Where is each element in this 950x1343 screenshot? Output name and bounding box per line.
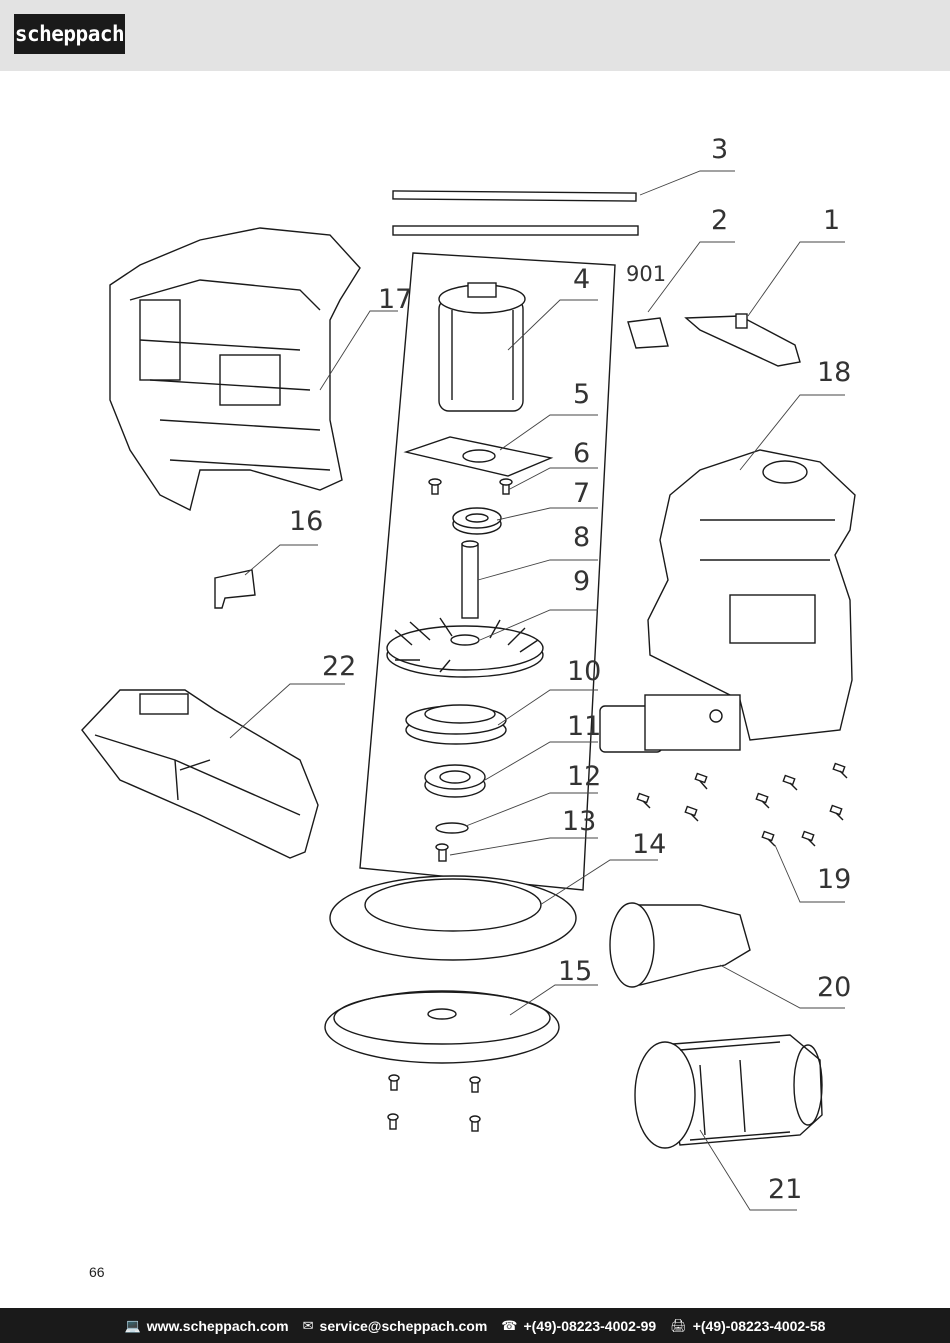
callout-18: 18: [817, 357, 851, 388]
callout-8: 8: [573, 522, 590, 553]
phone-icon: ☎: [501, 1317, 518, 1333]
fax-icon: 🖨: [670, 1317, 687, 1333]
callout-20: 20: [817, 972, 851, 1003]
motor-group-frame: [359, 252, 616, 891]
email-text: service@scheppach.com: [319, 1317, 488, 1334]
contact-footer: 💻 www.scheppach.com ✉ service@scheppach.…: [0, 1308, 950, 1343]
callout-11: 11: [567, 711, 601, 742]
part-13-screw: [435, 843, 449, 862]
exploded-parts-diagram: 3 2 1 901 4 5 6 7 8 9 10 11 12 13 14 15 …: [81, 134, 856, 1211]
callout-22: 22: [322, 651, 356, 682]
callout-2: 2: [711, 205, 728, 236]
computer-icon: 💻: [124, 1317, 141, 1333]
part-22-battery: [81, 689, 319, 859]
part-15-pad: [324, 990, 560, 1064]
callout-16: 16: [289, 506, 323, 537]
page-number: 66: [89, 1264, 105, 1280]
callout-5: 5: [573, 379, 590, 410]
part-6-screws: [428, 478, 513, 495]
part-19-screws: [636, 762, 848, 847]
callout-4: 4: [573, 264, 590, 295]
callout-21: 21: [768, 1174, 802, 1205]
footer-email[interactable]: ✉ service@scheppach.com: [303, 1318, 488, 1334]
callout-14: 14: [632, 829, 666, 860]
callout-12: 12: [567, 761, 601, 792]
callout-15: 15: [558, 956, 592, 987]
brand-logo: scheppach: [14, 14, 125, 54]
fax-text: +(49)-08223-4002-58: [692, 1317, 826, 1334]
callout-19: 19: [817, 864, 851, 895]
footer-fax: 🖨 +(49)-08223-4002-58: [670, 1318, 825, 1334]
callout-9: 9: [573, 566, 590, 597]
leader-lines: [229, 170, 845, 1211]
part-901: [627, 317, 669, 349]
callout-3: 3: [711, 134, 728, 165]
callout-numbers: 3 2 1 901 4 5 6 7 8 9 10 11 12 13 14 15 …: [289, 134, 851, 1205]
header-bar: scheppach: [0, 0, 950, 71]
part-7-bearing: [452, 507, 502, 535]
part-4-motor: [438, 282, 526, 412]
part-11-bearing: [424, 764, 486, 798]
footer-phone: ☎ +(49)-08223-4002-99: [501, 1318, 656, 1334]
part-20-adapter: [609, 902, 751, 988]
part-12-washer: [435, 822, 469, 834]
part-21-dust-box: [634, 1034, 823, 1149]
footer-website[interactable]: 💻 www.scheppach.com: [125, 1318, 289, 1334]
part-8-shaft: [461, 540, 479, 619]
callout-901: 901: [626, 262, 666, 286]
pad-screws: [387, 1074, 481, 1132]
part-5-plate: [403, 436, 554, 477]
part-16-clip: [214, 569, 256, 609]
part-18-connector: [599, 694, 741, 753]
website-text: www.scheppach.com: [146, 1317, 289, 1334]
part-10-counterweight: [405, 704, 507, 745]
callout-10: 10: [567, 656, 601, 687]
mail-icon: ✉: [302, 1317, 314, 1333]
callout-6: 6: [573, 438, 590, 469]
part-17-housing: [109, 227, 361, 512]
phone-text: +(49)-08223-4002-99: [523, 1317, 657, 1334]
part-9-fan: [386, 617, 544, 678]
callout-1: 1: [823, 205, 840, 236]
callout-13: 13: [562, 806, 596, 837]
callout-7: 7: [573, 478, 590, 509]
part-14-base: [329, 875, 577, 961]
callout-17: 17: [378, 284, 412, 315]
part-3-rails: [392, 190, 639, 236]
part-18-housing: [647, 449, 856, 741]
